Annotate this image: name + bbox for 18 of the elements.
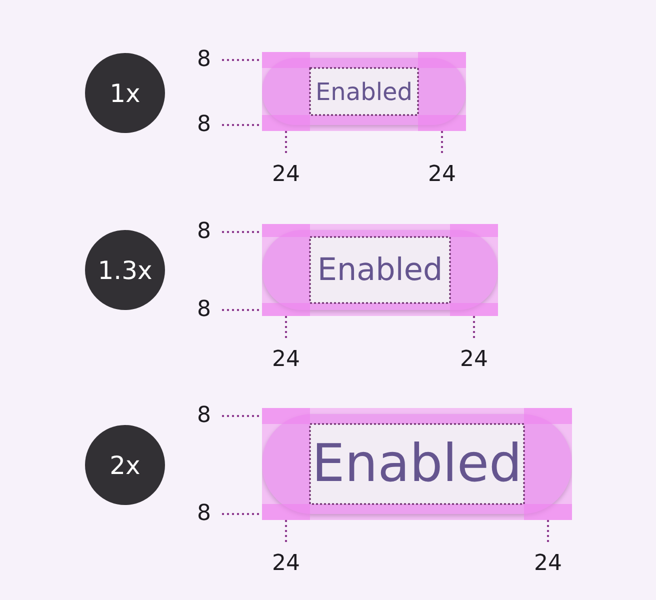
scale-badge: 1x: [85, 53, 165, 133]
button-label: Enabled: [316, 250, 444, 290]
dimension-label: 8: [197, 503, 211, 525]
button-label: Enabled: [314, 76, 414, 108]
dimension-label: 24: [459, 349, 489, 371]
button-label: Enabled: [310, 433, 524, 496]
scale-badge: 1.3x: [85, 230, 165, 310]
dimension-label: 8: [197, 405, 211, 427]
scale-badge: 2x: [85, 425, 165, 505]
dimension-label: 24: [271, 349, 301, 371]
dimension-label: 24: [533, 553, 563, 575]
dimension-label: 24: [271, 553, 301, 575]
dimension-label: 24: [271, 164, 301, 186]
dimension-label: 8: [197, 299, 211, 321]
dimension-label: 8: [197, 221, 211, 243]
dimension-label: 8: [197, 114, 211, 136]
dimension-label: 8: [197, 49, 211, 71]
dimension-label: 24: [427, 164, 457, 186]
